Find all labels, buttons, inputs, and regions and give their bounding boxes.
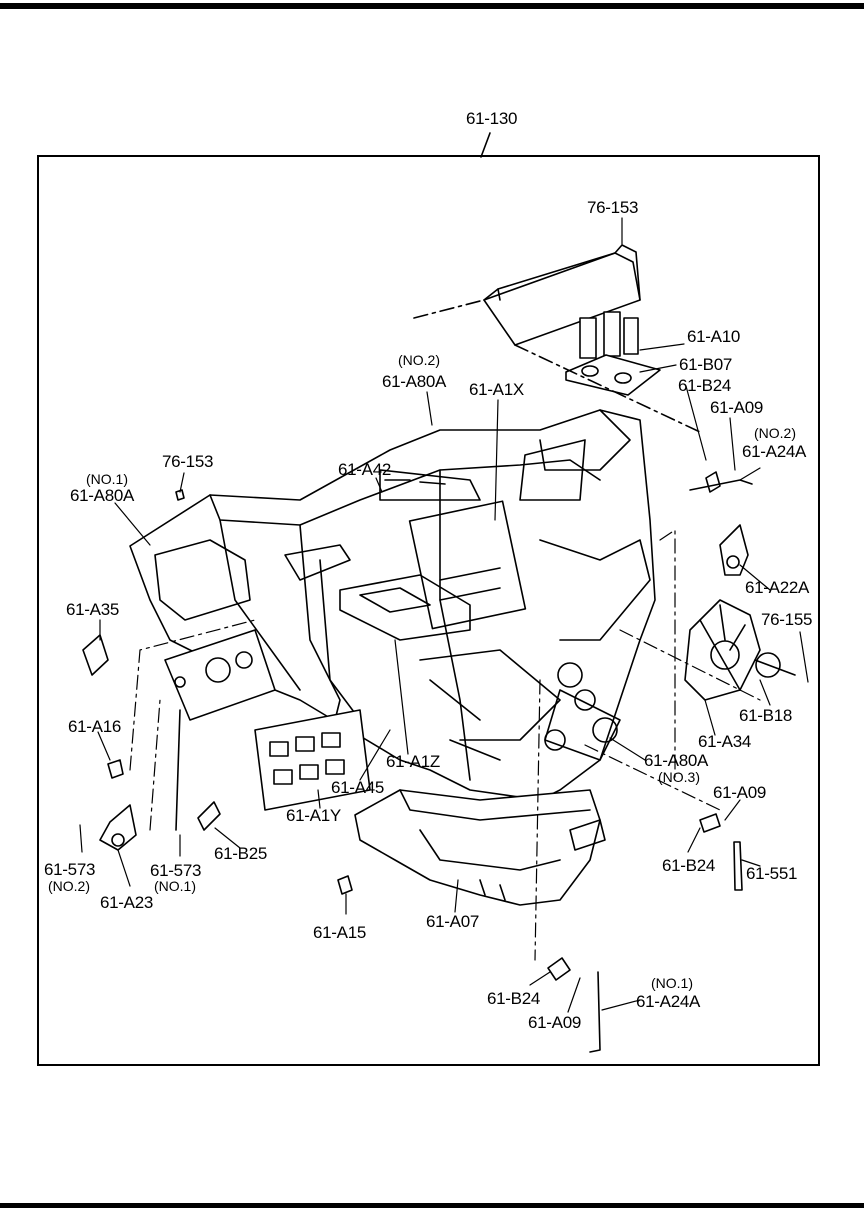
callout-61-A10: 61-A10 [687, 327, 741, 346]
link-gears [544, 662, 621, 761]
upper-duct-part [483, 244, 661, 396]
chain-lines [129, 529, 761, 961]
callout-61-A24A-upper: 61-A24A [742, 442, 807, 461]
callout-61-A80A-no3: 61-A80A [644, 751, 709, 770]
callout-61-A09-mid: 61-A09 [713, 783, 767, 802]
callout-61-A24A-upper-sub: (NO.2) [754, 425, 796, 441]
callout-61-B24-lower: 61-B24 [487, 989, 541, 1008]
callout-61-A1X: 61-A1X [469, 380, 524, 399]
callout-61-A24A-lower-sub: (NO.1) [651, 975, 693, 991]
callout-76-153-top: 76-153 [587, 198, 639, 217]
callout-61-A45: 61-A45 [331, 778, 385, 797]
callout-61-A80A-no3-sub: (NO.3) [658, 769, 700, 785]
heater-case [129, 409, 656, 801]
callout-76-155: 76-155 [761, 610, 813, 629]
assembly-label: 61-130 [466, 109, 518, 128]
top-rule [0, 3, 864, 9]
callout-61-A24A-lower: 61-A24A [636, 992, 701, 1011]
callout-61-A07: 61-A07 [426, 912, 480, 931]
callout-61-B07: 61-B07 [679, 355, 733, 374]
actuator-right [719, 524, 749, 576]
callout-61-573-no2: 61-573 [44, 860, 96, 879]
callout-61-A80A-no1-sub: (NO.1) [86, 471, 128, 487]
callout-61-A80A-no1: 61-A80A [70, 486, 135, 505]
callout-61-B24-upper: 61-B24 [678, 376, 732, 395]
left-actuator [164, 629, 276, 721]
callout-leaders [79, 217, 809, 1013]
callout-61-A09-upper: 61-A09 [710, 398, 764, 417]
callout-76-153-left: 76-153 [162, 452, 214, 471]
diagram-frame [37, 155, 820, 1066]
callout-61-B18: 61-B18 [739, 706, 793, 725]
callout-61-A1Y: 61-A1Y [286, 806, 341, 825]
chain-line-top [413, 299, 701, 433]
callout-61-573-no1: 61-573 [150, 861, 202, 880]
callout-61-A34: 61-A34 [698, 732, 752, 751]
assembly-leader [480, 132, 491, 158]
callout-61-A1Z: 61-A1Z [386, 752, 440, 771]
callout-61-A80A-no2: 61-A80A [382, 372, 447, 391]
callout-61-573-no1-sub: (NO.1) [154, 878, 196, 894]
callout-61-573-no2-sub: (NO.2) [48, 878, 90, 894]
callout-61-551: 61-551 [746, 864, 798, 883]
callout-61-B25: 61-B25 [214, 844, 268, 863]
callout-61-A16: 61-A16 [68, 717, 122, 736]
callout-61-A42: 61-A42 [338, 460, 392, 479]
lower-case [354, 789, 606, 906]
bottom-rule [0, 1203, 864, 1208]
callout-61-A80A-no2-sub: (NO.2) [398, 352, 440, 368]
small-parts [82, 471, 753, 1053]
callout-61-A22A: 61-A22A [745, 578, 810, 597]
core-panel [254, 709, 371, 811]
callout-61-A35: 61-A35 [66, 600, 120, 619]
callout-61-B24-mid: 61-B24 [662, 856, 716, 875]
callout-61-A23: 61-A23 [100, 893, 154, 912]
callout-61-A15: 61-A15 [313, 923, 367, 942]
mode-door [684, 599, 796, 701]
callout-61-A09-lower: 61-A09 [528, 1013, 582, 1032]
